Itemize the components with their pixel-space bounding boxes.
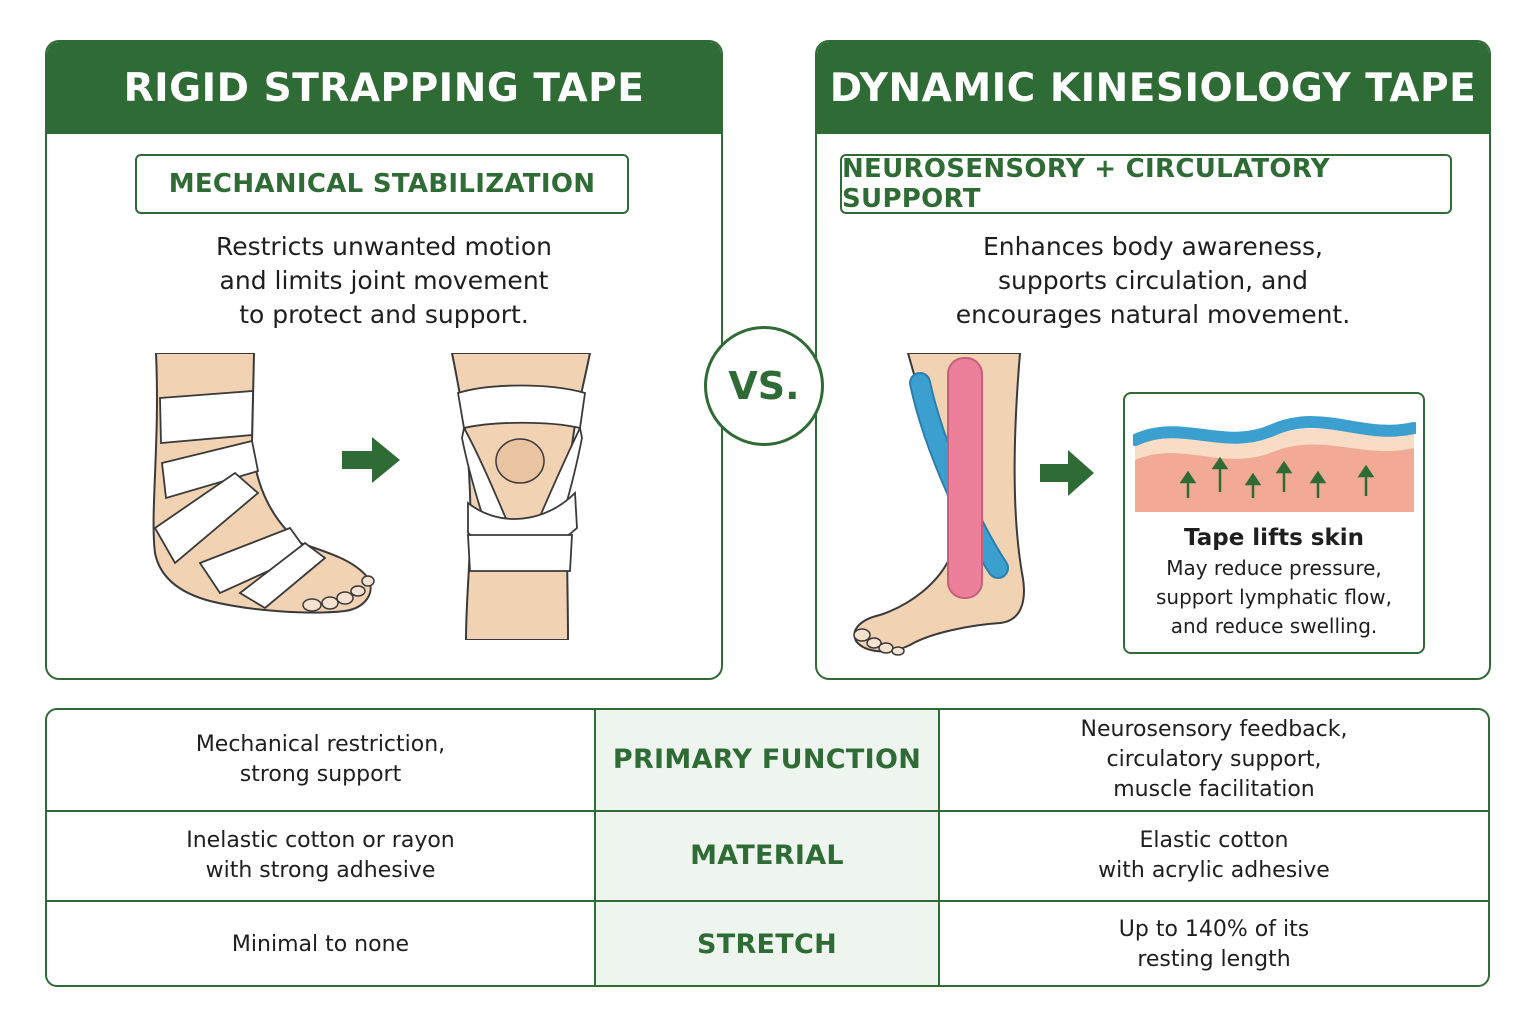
row-label-cell: STRETCH	[594, 902, 940, 985]
cell-line: Neurosensory feedback,	[1080, 717, 1348, 742]
comparison-table: Mechanical restriction, strong support P…	[45, 708, 1490, 987]
row-label-cell: MATERIAL	[594, 812, 940, 900]
rigid-tape-panel: RIGID STRAPPING TAPE MECHANICAL STABILIZ…	[45, 40, 723, 680]
cell-line: Elastic cotton	[1139, 828, 1289, 853]
table-row: Minimal to none STRETCH Up to 140% of it…	[47, 900, 1488, 985]
rigid-tape-subtitle: MECHANICAL STABILIZATION	[135, 154, 629, 214]
up-arrow-icon	[1244, 472, 1262, 498]
rigid-tape-title: RIGID STRAPPING TAPE	[47, 42, 721, 134]
table-row: Inelastic cotton or rayon with strong ad…	[47, 810, 1488, 900]
cell-line: with acrylic adhesive	[1098, 858, 1330, 883]
kinesio-taped-leg-illustration	[853, 353, 1025, 656]
cell-line: Up to 140% of its	[1118, 916, 1310, 942]
taped-ankle-illustration	[152, 353, 375, 614]
table-row: Mechanical restriction, strong support P…	[47, 710, 1488, 810]
cell-line: muscle facilitation	[1113, 777, 1315, 802]
up-arrow-icon	[1357, 464, 1375, 496]
kinesio-desc-line: encourages natural movement.	[955, 300, 1351, 329]
kinesiology-tape-subtitle: NEUROSENSORY + CIRCULATORY SUPPORT	[840, 154, 1452, 214]
cell-line: Minimal to none	[231, 931, 410, 957]
arrow-right-icon	[1040, 450, 1094, 496]
rigid-value-cell: Mechanical restriction, strong support	[47, 710, 594, 810]
up-arrow-icon	[1211, 456, 1229, 492]
cell-line: resting length	[1137, 946, 1291, 972]
up-arrow-icon	[1275, 460, 1293, 492]
rigid-tape-description: Restricts unwanted motion and limits joi…	[47, 230, 721, 332]
rigid-desc-line: Restricts unwanted motion	[215, 232, 553, 261]
up-arrow-icon	[1309, 470, 1327, 498]
kinesio-value-cell: Elastic cotton with acrylic adhesive	[940, 812, 1488, 900]
cell-line: Inelastic cotton or rayon	[186, 828, 455, 853]
rigid-value-cell: Minimal to none	[47, 902, 594, 985]
kinesiology-tape-description: Enhances body awareness, supports circul…	[817, 230, 1489, 332]
skin-lift-line: and reduce swelling.	[1170, 614, 1378, 638]
kinesio-value-cell: Up to 140% of its resting length	[940, 902, 1488, 985]
skin-lift-body: May reduce pressure, support lymphatic f…	[1125, 554, 1423, 641]
taped-knee-illustration	[450, 353, 592, 640]
rigid-value-cell: Inelastic cotton or rayon with strong ad…	[47, 812, 594, 900]
cell-line: with strong adhesive	[205, 858, 436, 883]
kinesio-desc-line: Enhances body awareness,	[983, 232, 1323, 261]
kinesiology-tape-title: DYNAMIC KINESIOLOGY TAPE	[817, 42, 1489, 134]
rigid-desc-line: to protect and support.	[239, 300, 529, 329]
skin-lift-caption: Tape lifts skin May reduce pressure, sup…	[1125, 522, 1423, 641]
rigid-desc-line: and limits joint movement	[219, 266, 549, 295]
skin-lift-title: Tape lifts skin	[1183, 525, 1365, 551]
vs-badge: VS.	[704, 326, 824, 446]
cell-line: strong support	[239, 762, 402, 787]
kinesio-value-cell: Neurosensory feedback, circulatory suppo…	[940, 710, 1488, 810]
skin-lift-line: support lymphatic flow,	[1156, 585, 1392, 609]
up-arrow-icon	[1179, 470, 1197, 498]
arrow-right-icon	[342, 437, 400, 483]
cell-line: circulatory support,	[1106, 747, 1322, 772]
skin-lift-diagram	[1133, 416, 1416, 512]
kinesio-desc-line: supports circulation, and	[997, 266, 1309, 295]
row-label-cell: PRIMARY FUNCTION	[594, 710, 940, 810]
skin-lift-line: May reduce pressure,	[1166, 556, 1382, 580]
cell-line: Mechanical restriction,	[195, 732, 446, 757]
